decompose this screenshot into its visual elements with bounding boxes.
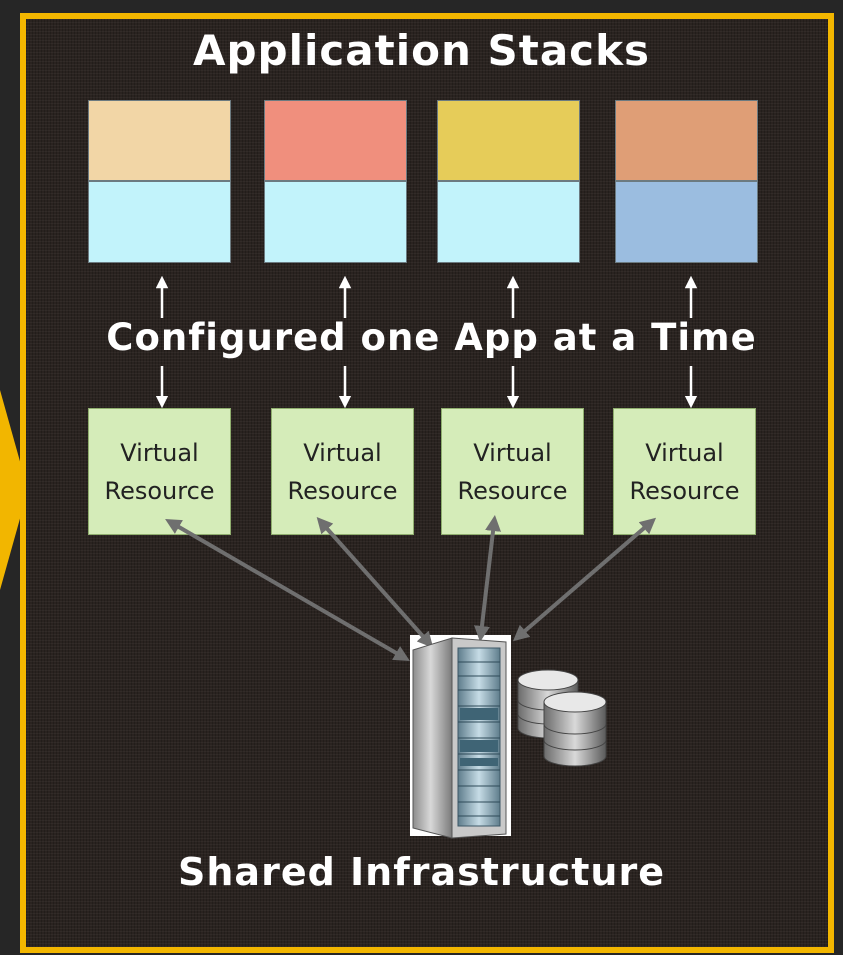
application-stack-4	[615, 100, 758, 263]
stack-lower-layer	[437, 181, 580, 263]
stack-lower-layer	[264, 181, 407, 263]
stack-upper-layer	[264, 100, 407, 181]
stack-upper-layer	[615, 100, 758, 181]
virtual-resource-2: Virtual Resource	[271, 408, 414, 535]
title-configured-one-app: Configured one App at a Time	[106, 316, 757, 359]
connector-2	[316, 517, 434, 648]
white-down-arrows	[155, 366, 698, 409]
white-up-arrows	[155, 275, 698, 318]
stack-upper-layer	[437, 100, 580, 181]
virtual-resource-1: Virtual Resource	[88, 408, 231, 535]
connector-1	[165, 518, 410, 662]
application-stack-1	[88, 100, 231, 263]
virtual-resource-label-line2: Resource	[104, 476, 215, 505]
virtual-resource-label-line1: Virtual	[120, 438, 199, 467]
virtual-resource-label-line2: Resource	[629, 476, 740, 505]
connector-3	[473, 515, 502, 642]
virtual-resource-label-line1: Virtual	[303, 438, 382, 467]
database-cylinders-icon	[517, 669, 607, 767]
stack-upper-layer	[88, 100, 231, 181]
virtual-resource-label-line1: Virtual	[473, 438, 552, 467]
application-stack-2	[264, 100, 407, 263]
virtual-resource-label-line2: Resource	[457, 476, 568, 505]
stack-lower-layer	[88, 181, 231, 263]
virtual-resource-label-line2: Resource	[287, 476, 398, 505]
gray-connectors	[165, 515, 657, 662]
virtual-resource-label-line1: Virtual	[645, 438, 724, 467]
title-shared-infrastructure: Shared Infrastructure	[178, 850, 665, 894]
title-application-stacks: Application Stacks	[192, 26, 650, 75]
connector-4	[512, 517, 657, 642]
virtual-resource-3: Virtual Resource	[441, 408, 584, 535]
application-stack-3	[437, 100, 580, 263]
stack-lower-layer	[615, 181, 758, 263]
server-rack-icon	[412, 637, 507, 839]
virtual-resource-4: Virtual Resource	[613, 408, 756, 535]
